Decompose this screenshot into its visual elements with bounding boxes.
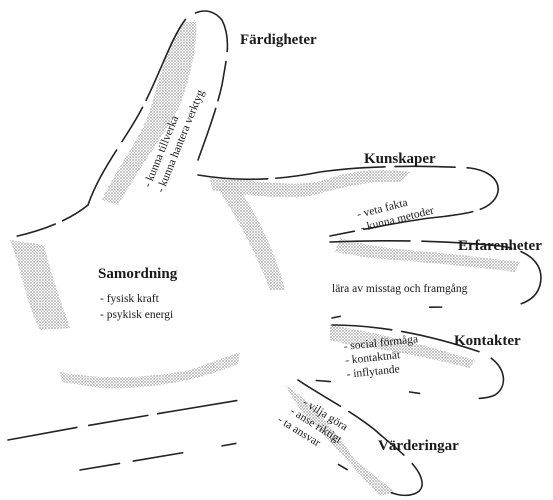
samordning-item-2: - psykisk energi [100,309,173,321]
samordning-item-1: - fysisk kraft [100,293,160,305]
fardigheter-title: Färdigheter [240,32,317,48]
palm-center-shade [215,183,285,290]
palm-left-outline [8,205,88,238]
wrist-shade [60,352,240,388]
kunskaper-title: Kunskaper [364,151,436,167]
wrist-bottom-outline [80,440,255,470]
kontakter-title: Kontakter [454,333,521,349]
hand-shading [10,22,520,496]
erfarenheter-title: Erfarenheter [458,238,542,254]
palm-left-shade [10,240,70,330]
erfarenheter-item-1: lära av misstag och framgång [332,282,468,295]
wrist-outline [8,388,300,440]
varderingar-title: Värderingar [378,438,459,454]
samordning-title: Samordning [98,266,178,282]
